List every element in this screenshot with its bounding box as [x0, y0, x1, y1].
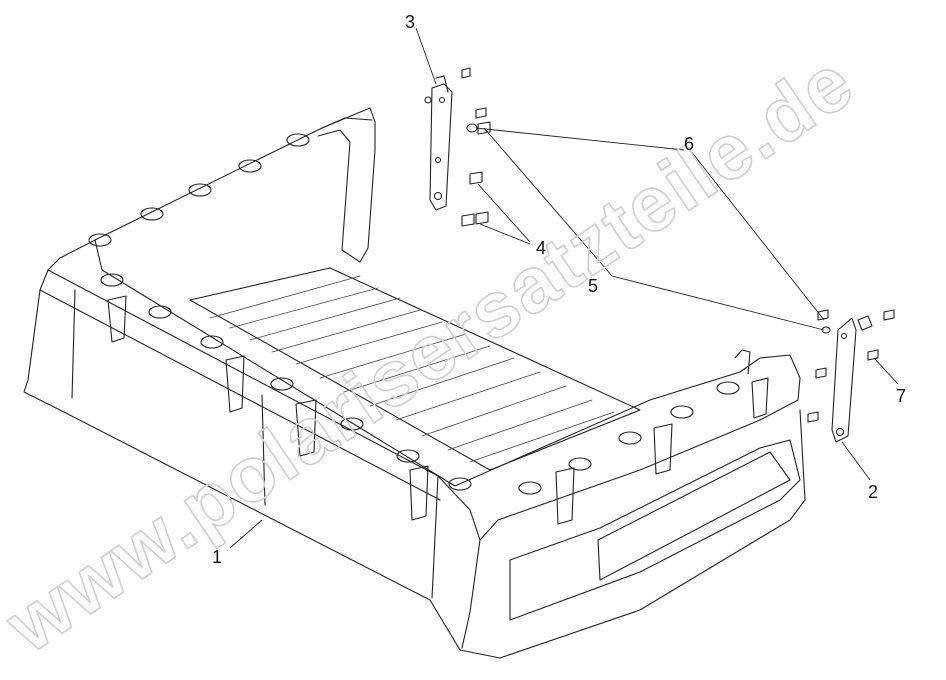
callout-2: 2	[868, 482, 878, 502]
fasteners-upper	[461, 67, 491, 227]
callout-7: 7	[896, 386, 906, 406]
callout-5: 5	[588, 276, 598, 296]
bracket-left	[424, 75, 453, 211]
callout-4: 4	[536, 238, 546, 258]
callout-3: 3	[405, 12, 415, 32]
callout-1: 1	[212, 547, 222, 567]
cargo-box	[23, 107, 806, 659]
callout-6: 6	[684, 134, 694, 154]
bracket-right	[807, 309, 895, 443]
leader-lines	[229, 27, 899, 549]
